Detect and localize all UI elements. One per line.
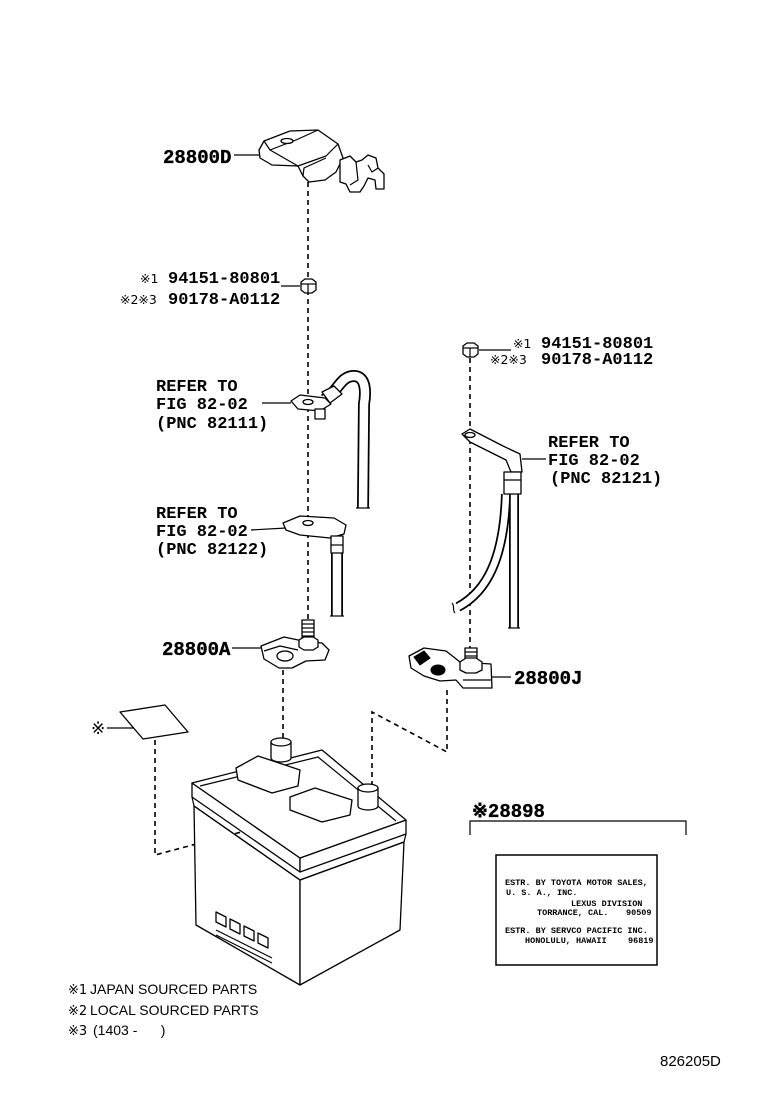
refer-82122-line3: (PNC 82122) xyxy=(156,541,268,560)
part-number-cover: 28800D xyxy=(163,147,231,169)
nut-left-note-1: ※1 xyxy=(140,271,158,286)
label-bracket xyxy=(469,820,687,835)
label-line-1: ESTR. BY TOYOTA MOTOR SALES, xyxy=(505,878,648,888)
part-number-label: ※28898 xyxy=(472,801,545,823)
nut-right-note-1: ※1 xyxy=(513,336,531,351)
label-line-3: LEXUS DIVISION xyxy=(571,899,642,909)
refer-82111-line3: (PNC 82111) xyxy=(156,415,268,434)
terminal-28800A-drawing xyxy=(260,619,330,669)
footnote-2-mark: ※2 xyxy=(68,1004,87,1019)
label-zip-2: 96819 xyxy=(628,936,654,946)
sticker-mark: ※ xyxy=(91,719,105,739)
nut-left-drawing xyxy=(300,278,317,294)
cable-terminal-82121-drawing xyxy=(451,428,523,629)
part-number-terminal-a: 28800A xyxy=(162,639,231,661)
part-number-terminal-j: 28800J xyxy=(514,668,582,690)
nut-left-part-2: 90178-A0112 xyxy=(168,291,280,310)
label-line-6: HONOLULU, HAWAII xyxy=(525,936,607,946)
cable-terminal-82111-drawing xyxy=(290,369,371,509)
refer-82121-line1: REFER TO xyxy=(548,434,630,453)
battery-cover-drawing xyxy=(258,129,385,193)
nut-right-part-2: 90178-A0112 xyxy=(541,351,653,370)
nut-right-part-1: 94151-80801 xyxy=(541,335,653,354)
refer-82122-line1: REFER TO xyxy=(156,505,238,524)
figure-code: 826205D xyxy=(660,1053,721,1070)
refer-82121-line3: (PNC 82121) xyxy=(550,470,662,489)
refer-82121-line2: FIG 82-02 xyxy=(548,452,640,471)
label-line-5: ESTR. BY SERVCO PACIFIC INC. xyxy=(505,926,648,936)
terminal-28800J-drawing xyxy=(408,647,493,689)
refer-82111-line1: REFER TO xyxy=(156,378,238,397)
assembly-line-right-post xyxy=(371,690,448,786)
sticker-drawing xyxy=(119,704,189,740)
footnote-1-text: JAPAN SOURCED PARTS xyxy=(90,981,257,997)
cable-terminal-82122-drawing xyxy=(282,515,347,617)
footnote-1-mark: ※1 xyxy=(68,983,87,998)
refer-82122-line2: FIG 82-02 xyxy=(156,523,248,542)
nut-left-note-2: ※2※3 xyxy=(120,292,157,307)
refer-82111-line2: FIG 82-02 xyxy=(156,396,248,415)
caution-label-box xyxy=(495,854,658,966)
battery-drawing xyxy=(191,737,407,986)
nut-right-note-2: ※2※3 xyxy=(490,352,527,367)
nut-left-part-1: 94151-80801 xyxy=(168,270,280,289)
label-line-4: TORRANCE, CAL. xyxy=(537,908,608,918)
label-line-2: U. S. A., INC. xyxy=(506,888,577,898)
nut-right-drawing xyxy=(462,342,479,358)
footnote-3-text: (1403 - ) xyxy=(93,1022,165,1038)
footnote-2-text: LOCAL SOURCED PARTS xyxy=(90,1002,259,1018)
label-zip-1: 90509 xyxy=(626,908,652,918)
leader-82122 xyxy=(250,527,287,531)
footnote-3-mark: ※3 xyxy=(68,1024,87,1039)
